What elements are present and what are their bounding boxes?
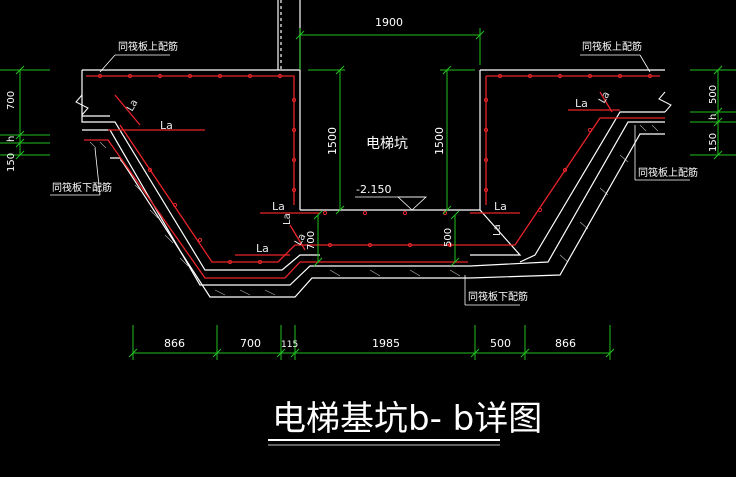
labels: 1900 同筏板上配筋 同筏板上配筋 同筏板下配筋 同筏板上配筋 同筏板下配筋 … [6, 16, 719, 350]
left-dim-700: 700 [6, 91, 17, 110]
la-label-2: La [575, 97, 588, 110]
depth-left-dim: 1500 [326, 127, 339, 155]
note-top-left: 同筏板上配筋 [118, 40, 178, 53]
la-label-1: La [160, 119, 173, 132]
right-dim-h: h [708, 114, 719, 120]
note-bottom-right-lower: 同筏板下配筋 [468, 290, 528, 303]
soil-hatching [89, 124, 659, 296]
bottom-dim-1985: 1985 [372, 337, 400, 350]
left-dim-h: h [6, 136, 17, 142]
la-label-3: La [272, 200, 285, 213]
bottom-dim-500: 500 [490, 337, 511, 350]
note-leaders [50, 54, 690, 306]
bottom-dim-866-left: 866 [164, 337, 185, 350]
note-bottom-right-upper: 同筏板上配筋 [638, 166, 698, 179]
dimension-lines [0, 28, 736, 360]
la-label-5: La [256, 242, 269, 255]
la-label-rot-2: La [597, 90, 612, 106]
structure-outline [81, 0, 665, 298]
bottom-dim-700: 700 [240, 337, 261, 350]
break-marks [75, 91, 672, 116]
la-label-rot-4: La [492, 224, 503, 236]
right-dim-500: 500 [708, 85, 719, 104]
la-label-rot-3: La [282, 213, 293, 225]
drawing-title: 电梯基坑b- b详图 [272, 399, 542, 439]
depth-right-dim: 1500 [433, 127, 446, 155]
note-top-right: 同筏板上配筋 [582, 40, 642, 53]
rebar-lines [84, 75, 665, 279]
la-label-rot-1: La [125, 98, 140, 114]
pit-step-left-dim: 700 [306, 231, 317, 250]
right-dim-150: 150 [708, 133, 719, 152]
note-bottom-left: 同筏板下配筋 [52, 181, 112, 194]
bottom-dim-115: 115 [281, 340, 298, 350]
top-width-dim: 1900 [375, 16, 403, 29]
elevation-label: -2.150 [356, 183, 391, 196]
left-dim-150: 150 [6, 153, 17, 172]
rebar-dots [97, 73, 653, 265]
pit-label: 电梯坑 [366, 136, 408, 152]
pit-step-right-dim: 500 [443, 228, 454, 247]
la-label-4: La [494, 200, 507, 213]
bottom-dim-866-right: 866 [555, 337, 576, 350]
la-label-rot-5: La [293, 232, 308, 248]
